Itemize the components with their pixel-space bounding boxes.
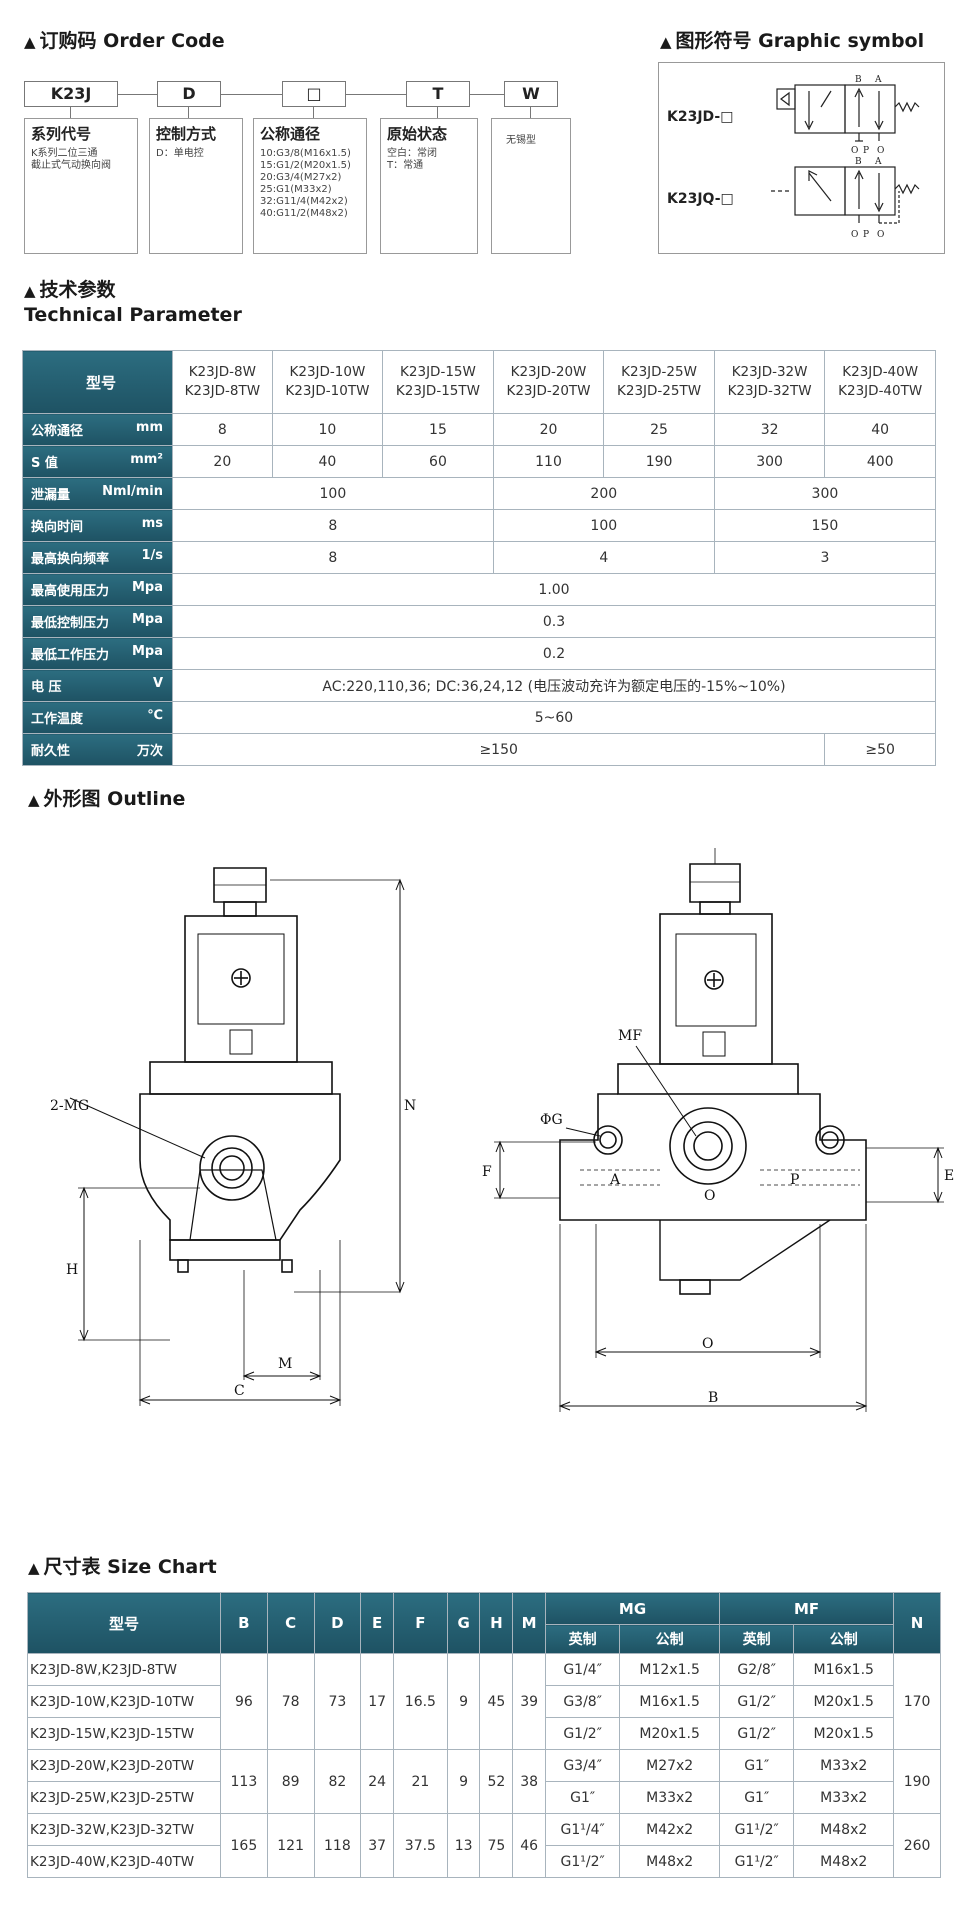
dim-label-o: O: [702, 1336, 713, 1352]
dim-label-h: H: [66, 1262, 78, 1278]
dim-label-mg: 2-MG: [50, 1098, 89, 1114]
tech-title: ▲技术参数 Technical Parameter: [24, 279, 242, 326]
port-label-o: O: [851, 146, 858, 156]
panel-diameter: 公称通径 10:G3/8(M16x1.5) 15:G1/2(M20x1.5) 2…: [253, 118, 367, 254]
table-row: 耐久性万次 ≥150≥50: [22, 733, 936, 766]
port-label-o: O: [877, 230, 884, 240]
code-box-control: D: [157, 81, 221, 107]
dim-label-phig: ΦG: [540, 1112, 563, 1128]
graphic-symbol-title: ▲图形符号 Graphic symbol: [660, 30, 925, 52]
code-box-series: K23J: [24, 81, 118, 107]
dim-label-b: B: [708, 1390, 718, 1406]
table-row: 工作温度℃ 5~60: [22, 701, 936, 734]
panel-control: 控制方式 D：单电控: [149, 118, 243, 254]
order-code-title: ▲订购码 Order Code: [24, 30, 225, 52]
code-box-type: W: [504, 81, 558, 107]
valve-symbol-diagram: B A O P O B A O P O: [771, 75, 920, 240]
table-row: K23JD-40W,K23JD-40TW G1¹/2″M48x2 G1¹/2″M…: [27, 1845, 941, 1878]
port-label-a: A: [609, 1172, 621, 1188]
port-label-b: B: [855, 75, 862, 85]
triangle-icon: ▲: [24, 282, 36, 300]
port-label-p: P: [863, 230, 869, 240]
panel-series: 系列代号 K系列二位三通 截止式气动换向阀: [24, 118, 138, 254]
dim-label-n: N: [404, 1098, 416, 1114]
dim-label-m: M: [278, 1356, 292, 1372]
port-label-o: O: [851, 230, 858, 240]
dim-label-c: C: [234, 1383, 245, 1399]
port-label-b: B: [855, 157, 862, 167]
table-row: K23JD-15W,K23JD-15TW G1/2″M20x1.5 G1/2″M…: [27, 1717, 941, 1750]
port-label-a: A: [874, 75, 882, 85]
triangle-icon: ▲: [660, 33, 672, 51]
port-label-p: P: [790, 1172, 799, 1188]
port-label-a: A: [874, 157, 882, 167]
table-row: K23JD-20W,K23JD-20TW 113 89 82 24 21 9 5…: [27, 1749, 941, 1814]
symbol-label-jd: K23JD-□: [667, 109, 734, 125]
dim-label-mf: MF: [618, 1028, 642, 1044]
size-chart-table: 型号 B C D E F G H M MG MF N 英制 公制 英制 公制 K…: [27, 1592, 941, 1878]
port-label-o: O: [877, 146, 884, 156]
table-row: K23JD-32W,K23JD-32TW 165 121 118 37 37.5…: [27, 1813, 941, 1878]
size-chart-title: ▲尺寸表 Size Chart: [28, 1556, 217, 1578]
triangle-icon: ▲: [28, 791, 40, 809]
dim-label-f: F: [482, 1164, 492, 1180]
code-box-state: T: [406, 81, 470, 107]
port-label-p: P: [863, 146, 869, 156]
triangle-icon: ▲: [28, 1559, 40, 1577]
header-model: 型号: [22, 350, 173, 414]
triangle-icon: ▲: [24, 33, 36, 51]
table-row: K23JD-8W,K23JD-8TW 96 78 73 17 16.5 9 45…: [27, 1653, 941, 1750]
graphic-symbol-box: K23JD-□ K23JQ-□: [658, 62, 945, 254]
outline-title: ▲外形图 Outline: [28, 788, 186, 810]
code-box-diameter: □: [282, 81, 346, 107]
table-row: K23JD-25W,K23JD-25TW G1″M33x2 G1″M33x2: [27, 1781, 941, 1814]
dim-label-e: E: [944, 1168, 954, 1184]
port-label-o: O: [704, 1188, 715, 1204]
symbol-label-jq: K23JQ-□: [667, 191, 734, 207]
table-row: K23JD-10W,K23JD-10TW G3/8″M16x1.5 G1/2″M…: [27, 1685, 941, 1718]
outline-drawing: 2-MG N H M C MF ΦG F E A O P O B: [50, 848, 954, 1412]
panel-type: 无锡型: [491, 118, 571, 254]
panel-state: 原始状态 空白：常闭 T：常通: [380, 118, 478, 254]
